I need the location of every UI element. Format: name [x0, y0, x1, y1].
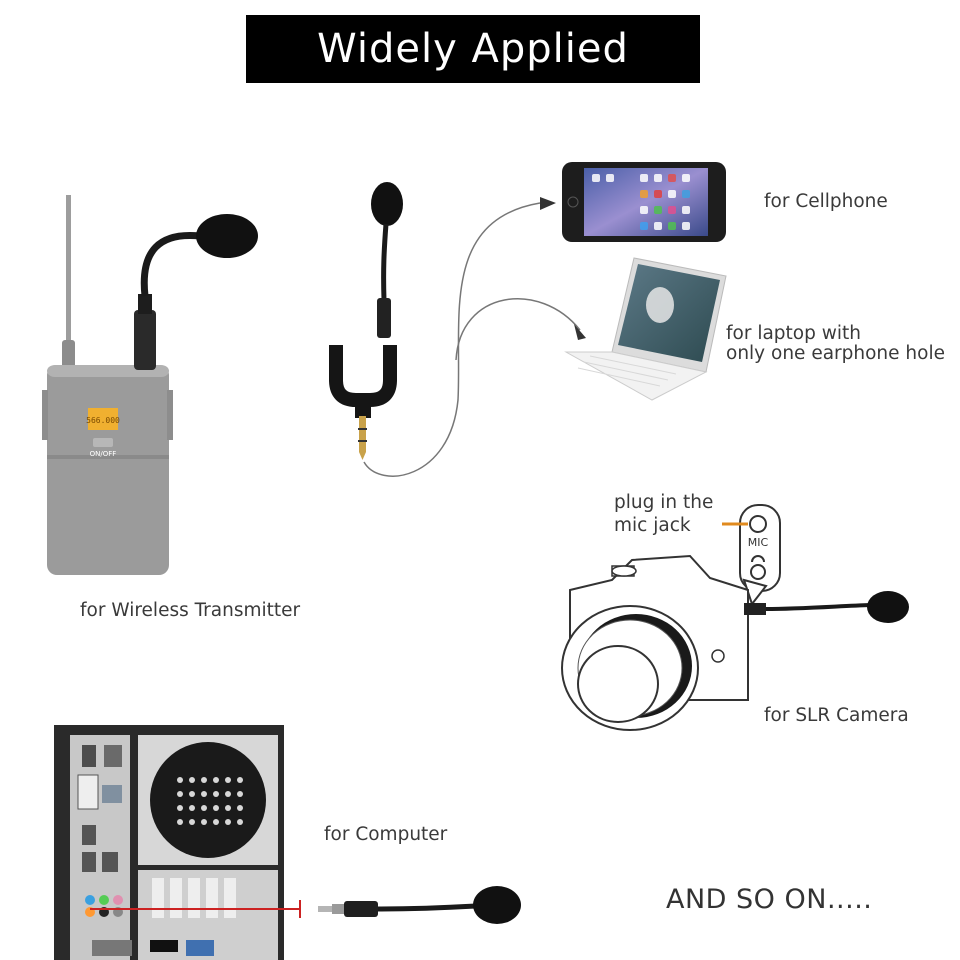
- antenna: [66, 195, 71, 370]
- laptop-label-line1: for laptop with: [726, 323, 861, 344]
- computer-mic-foam: [473, 886, 521, 924]
- cable-to-phone: [363, 202, 541, 477]
- fan-grill: [150, 742, 266, 858]
- transmitter-display: [88, 408, 118, 430]
- computer-label: for Computer: [324, 824, 448, 845]
- center-mic-foam: [371, 182, 403, 226]
- power-button-label: ON/OFF: [90, 450, 117, 458]
- mic-jack-icon: [749, 515, 767, 533]
- display-readout: 566.000: [86, 416, 120, 425]
- mic-connector: [134, 310, 156, 370]
- and-so-on-text: AND SO ON.....: [666, 884, 873, 915]
- cellphone-label: for Cellphone: [764, 191, 888, 212]
- home-button: [567, 196, 579, 208]
- plug-label-line1: plug in the: [614, 492, 714, 513]
- io-panel: [70, 735, 130, 960]
- camera-mic-foam: [867, 591, 909, 623]
- camera-mic-cable: [765, 603, 871, 611]
- arrow-to-laptop: [574, 324, 586, 340]
- mic-foam: [196, 214, 258, 258]
- laptop-keyboard: [564, 351, 708, 401]
- headphone-icon: [751, 555, 765, 563]
- cable-to-laptop: [455, 298, 581, 361]
- arrow-to-phone: [540, 197, 556, 210]
- laptop-label-line2: only one earphone hole: [726, 343, 945, 364]
- gooseneck: [140, 231, 201, 297]
- computer-mic-cable: [377, 903, 477, 912]
- plug-label-line2: mic jack: [614, 515, 691, 536]
- page-title-banner: Widely Applied: [246, 15, 700, 83]
- transmitter-body: [47, 365, 169, 575]
- page-title: Widely Applied: [317, 26, 629, 72]
- power-button: [93, 438, 113, 447]
- computer-plug: [318, 906, 332, 912]
- transmitter-label: for Wireless Transmitter: [80, 600, 301, 621]
- mic-jack-label: MIC: [748, 536, 769, 549]
- slr-label: for SLR Camera: [764, 705, 909, 726]
